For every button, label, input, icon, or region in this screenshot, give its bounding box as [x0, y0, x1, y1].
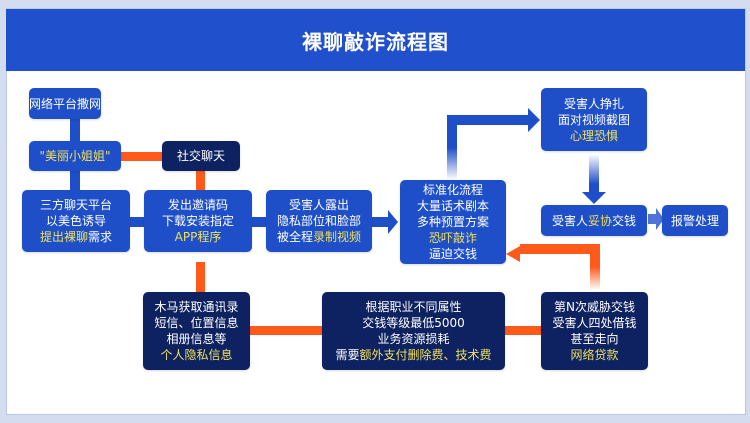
- connector-n1-n2: [70, 118, 80, 143]
- node-casting-net: 网络平台撒网: [29, 88, 101, 119]
- node-line: 受害人妥协交钱: [552, 213, 636, 229]
- node-prefix: 需要: [335, 348, 360, 362]
- node-line: 面对视频截图: [557, 112, 630, 127]
- node-third-party-platform: 三方聊天平台 以美色诱导 提出裸聊需求: [22, 190, 130, 252]
- node-invite-code: 发出邀请码 下载安装指定 APP程序: [144, 190, 252, 252]
- node-line: 下载安装指定: [161, 214, 234, 228]
- node-line: 受害人挣扎: [563, 96, 624, 111]
- node-highlight: 个人隐私信息: [160, 348, 233, 362]
- node-payment-tiers: 根据职业不同属性 交钱等级最低5000 业务资源损耗 需要额外支付删除费、技术费: [322, 292, 505, 370]
- node-social-chat: 社交聊天: [162, 141, 240, 171]
- node-victim-struggle: 受害人挣扎 面对视频截图 心理恐惧: [541, 88, 647, 151]
- node-text: "美丽小姐姐": [39, 149, 111, 163]
- connector-n2-n3: [70, 168, 80, 190]
- node-line: 需要额外支付删除费、技术费: [335, 347, 491, 363]
- arrow-n8-n9: [582, 154, 606, 204]
- connector-n11-n12: [250, 326, 322, 335]
- node-line: 第N次威胁交钱: [554, 300, 635, 314]
- connector-n2-n4: [120, 152, 162, 161]
- node-line: 隐私部位和脸部: [276, 214, 361, 228]
- node-report-police: 报警处理: [662, 205, 728, 236]
- node-line: 相册信息等: [166, 332, 227, 346]
- node-line: 被全程录制视频: [277, 229, 361, 245]
- node-victim-recorded: 受害人露出 隐私部位和脸部 被全程录制视频: [266, 190, 372, 252]
- node-trojan-data: 木马获取通讯录 短信、位置信息 相册信息等 个人隐私信息: [143, 292, 250, 370]
- node-line: 多种预置方案: [416, 215, 489, 229]
- connector-n5-n6: [252, 217, 266, 227]
- connector-n5-n11: [196, 262, 205, 292]
- arrow-n6-n7: [372, 210, 398, 234]
- node-highlight: APP程序: [174, 230, 222, 244]
- node-line: 交钱等级最低5000: [362, 316, 465, 330]
- node-line: 三方聊天平台: [39, 198, 112, 212]
- node-line: 提出裸聊需求: [40, 229, 112, 245]
- node-line: 甚至走向: [570, 332, 619, 346]
- connector-n4-n5: [196, 168, 205, 190]
- node-highlight: 提出裸聊: [39, 230, 88, 244]
- node-highlight: 录制视频: [313, 230, 362, 244]
- node-line: 根据职业不同属性: [365, 300, 462, 314]
- node-text: 社交聊天: [176, 149, 225, 163]
- node-line: 发出邀请码: [167, 198, 228, 212]
- node-highlight: 心理恐惧: [569, 128, 618, 143]
- node-line: 受害人四处借钱: [552, 316, 637, 330]
- node-line: 短信、位置信息: [154, 316, 239, 330]
- node-line: 受害人露出: [288, 198, 349, 212]
- node-pretty-girl: "美丽小姐姐": [29, 141, 121, 171]
- arrow-n7-n8: [447, 108, 540, 180]
- arrow-n9-n10: [648, 208, 664, 230]
- node-line: 以美色诱导: [45, 214, 106, 228]
- node-highlight: 妥协: [587, 213, 612, 228]
- arrow-n13-n7: [506, 244, 600, 290]
- node-victim-pays: 受害人妥协交钱: [541, 205, 647, 236]
- node-tail: 交钱: [612, 213, 637, 228]
- node-line: 逼迫交钱: [428, 247, 477, 261]
- node-tail: 需求: [88, 230, 113, 244]
- node-line: 大量话术剧本: [416, 199, 489, 213]
- connector-n12-n13: [505, 326, 541, 335]
- node-prefix: 受害人: [551, 213, 588, 228]
- diagram-title: 裸聊敲诈流程图: [6, 9, 745, 71]
- node-highlight: 网络贷款: [570, 348, 619, 362]
- node-standard-process: 标准化流程 大量话术剧本 多种预置方案 恐吓敲诈 逼迫交钱: [400, 180, 506, 264]
- node-line: 标准化流程: [422, 183, 483, 197]
- node-highlight: 额外支付删除费、技术费: [359, 348, 492, 362]
- connector-n3-n5: [130, 217, 144, 227]
- node-prefix: 被全程: [276, 230, 313, 244]
- node-line: 业务资源损耗: [377, 332, 450, 346]
- node-text: 网络平台撒网: [29, 96, 102, 111]
- node-nth-threat: 第N次威胁交钱 受害人四处借钱 甚至走向 网络贷款: [541, 292, 648, 370]
- node-line: 木马获取通讯录: [154, 300, 239, 314]
- node-text: 报警处理: [670, 213, 719, 228]
- node-highlight: 恐吓敲诈: [428, 231, 477, 245]
